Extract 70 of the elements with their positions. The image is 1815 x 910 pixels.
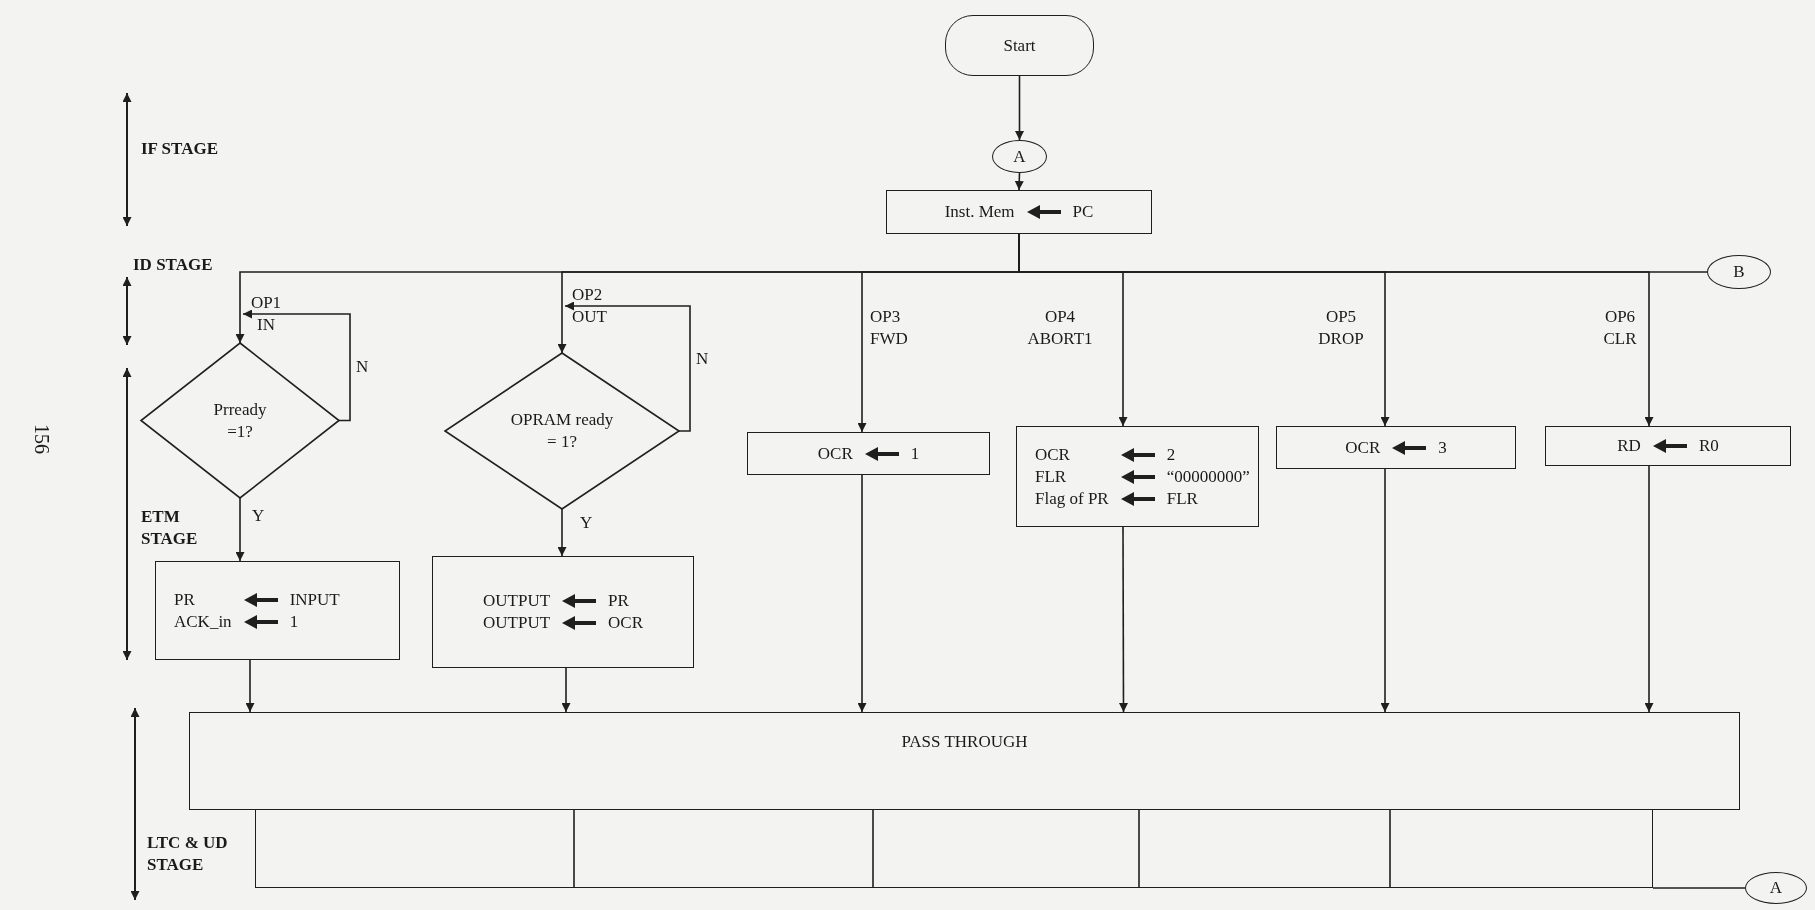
arrow <box>245 659 255 713</box>
stage-label: ID STAGE <box>133 254 214 276</box>
register-text: FLR <box>1035 465 1068 488</box>
terminal-label: Start <box>1003 34 1036 57</box>
process-box <box>1016 426 1259 527</box>
register-text: OCR <box>1035 443 1071 466</box>
edge-label: OP5 DROP <box>1317 306 1365 350</box>
process-box <box>432 556 694 668</box>
bar-label: PASS THROUGH <box>901 732 1028 751</box>
arrow <box>1014 172 1024 191</box>
connector-label: A <box>1769 877 1783 899</box>
terminal-shape <box>945 15 1094 76</box>
arrow <box>1015 75 1024 141</box>
edge-label: OP6 CLR <box>1602 306 1638 350</box>
arrow <box>1018 233 1654 427</box>
connector-line <box>1652 887 1746 889</box>
connector-label: A <box>1013 145 1026 168</box>
register-text: Flag of PR <box>1035 487 1109 510</box>
edge-label: Y <box>580 512 594 534</box>
process-box <box>886 190 1152 234</box>
stage-label: LTC & UD STAGE <box>147 832 229 876</box>
register-text: Inst. Mem <box>944 201 1015 223</box>
register-text: OUTPUT <box>483 612 551 634</box>
value-text: 3 <box>1438 436 1447 459</box>
process-box <box>1276 426 1516 469</box>
value-text: 2 <box>1166 443 1177 466</box>
arrow <box>1119 526 1128 713</box>
table-grid <box>255 810 1653 888</box>
arrow <box>857 474 867 713</box>
register-text: OCR <box>1345 436 1381 459</box>
arrow <box>561 667 571 713</box>
edge-label: OP1 IN <box>249 292 283 336</box>
value-text: OCR <box>608 612 643 634</box>
connector-label: B <box>1733 261 1745 283</box>
register-text: ACK_in <box>174 610 232 633</box>
value-text: “00000000” <box>1166 465 1250 488</box>
pass-through-bar <box>189 712 1740 810</box>
value-text: INPUT <box>289 588 340 611</box>
register-text: RD <box>1617 435 1641 457</box>
edge-label: OP4 ABORT1 <box>1026 306 1094 350</box>
condition-text: Prready =1? <box>212 398 268 443</box>
arrow <box>1644 465 1654 713</box>
value-text: 1 <box>289 610 300 633</box>
process-box <box>747 432 990 475</box>
value-text: PR <box>608 590 630 612</box>
value-text: PC <box>1072 201 1094 223</box>
register-text: OUTPUT <box>483 590 551 612</box>
arrow <box>557 508 567 557</box>
value-text: R0 <box>1698 435 1719 457</box>
edge-label: Y <box>252 505 266 527</box>
process-box <box>1545 426 1791 466</box>
edge-label: N <box>356 356 370 378</box>
arrow <box>564 301 691 432</box>
stage-label: IF STAGE <box>141 138 219 160</box>
value-text: FLR <box>1166 487 1199 510</box>
register-text: OCR <box>817 442 853 465</box>
edge-label: OP2 OUT <box>572 284 608 328</box>
process-box <box>155 561 400 660</box>
edge-label: OP3 FWD <box>870 306 909 350</box>
page-number: 156 <box>31 423 53 456</box>
stage-label: ETM STAGE <box>141 506 199 550</box>
arrow <box>242 309 351 422</box>
register-text: PR <box>174 588 196 611</box>
edge-label: N <box>696 348 710 370</box>
value-text: 1 <box>910 442 920 465</box>
arrow <box>235 497 245 562</box>
decision-diamond <box>141 343 339 498</box>
arrow <box>1380 468 1390 713</box>
condition-text: OPRAM ready = 1? <box>509 409 615 453</box>
decision-diamond <box>445 353 679 509</box>
